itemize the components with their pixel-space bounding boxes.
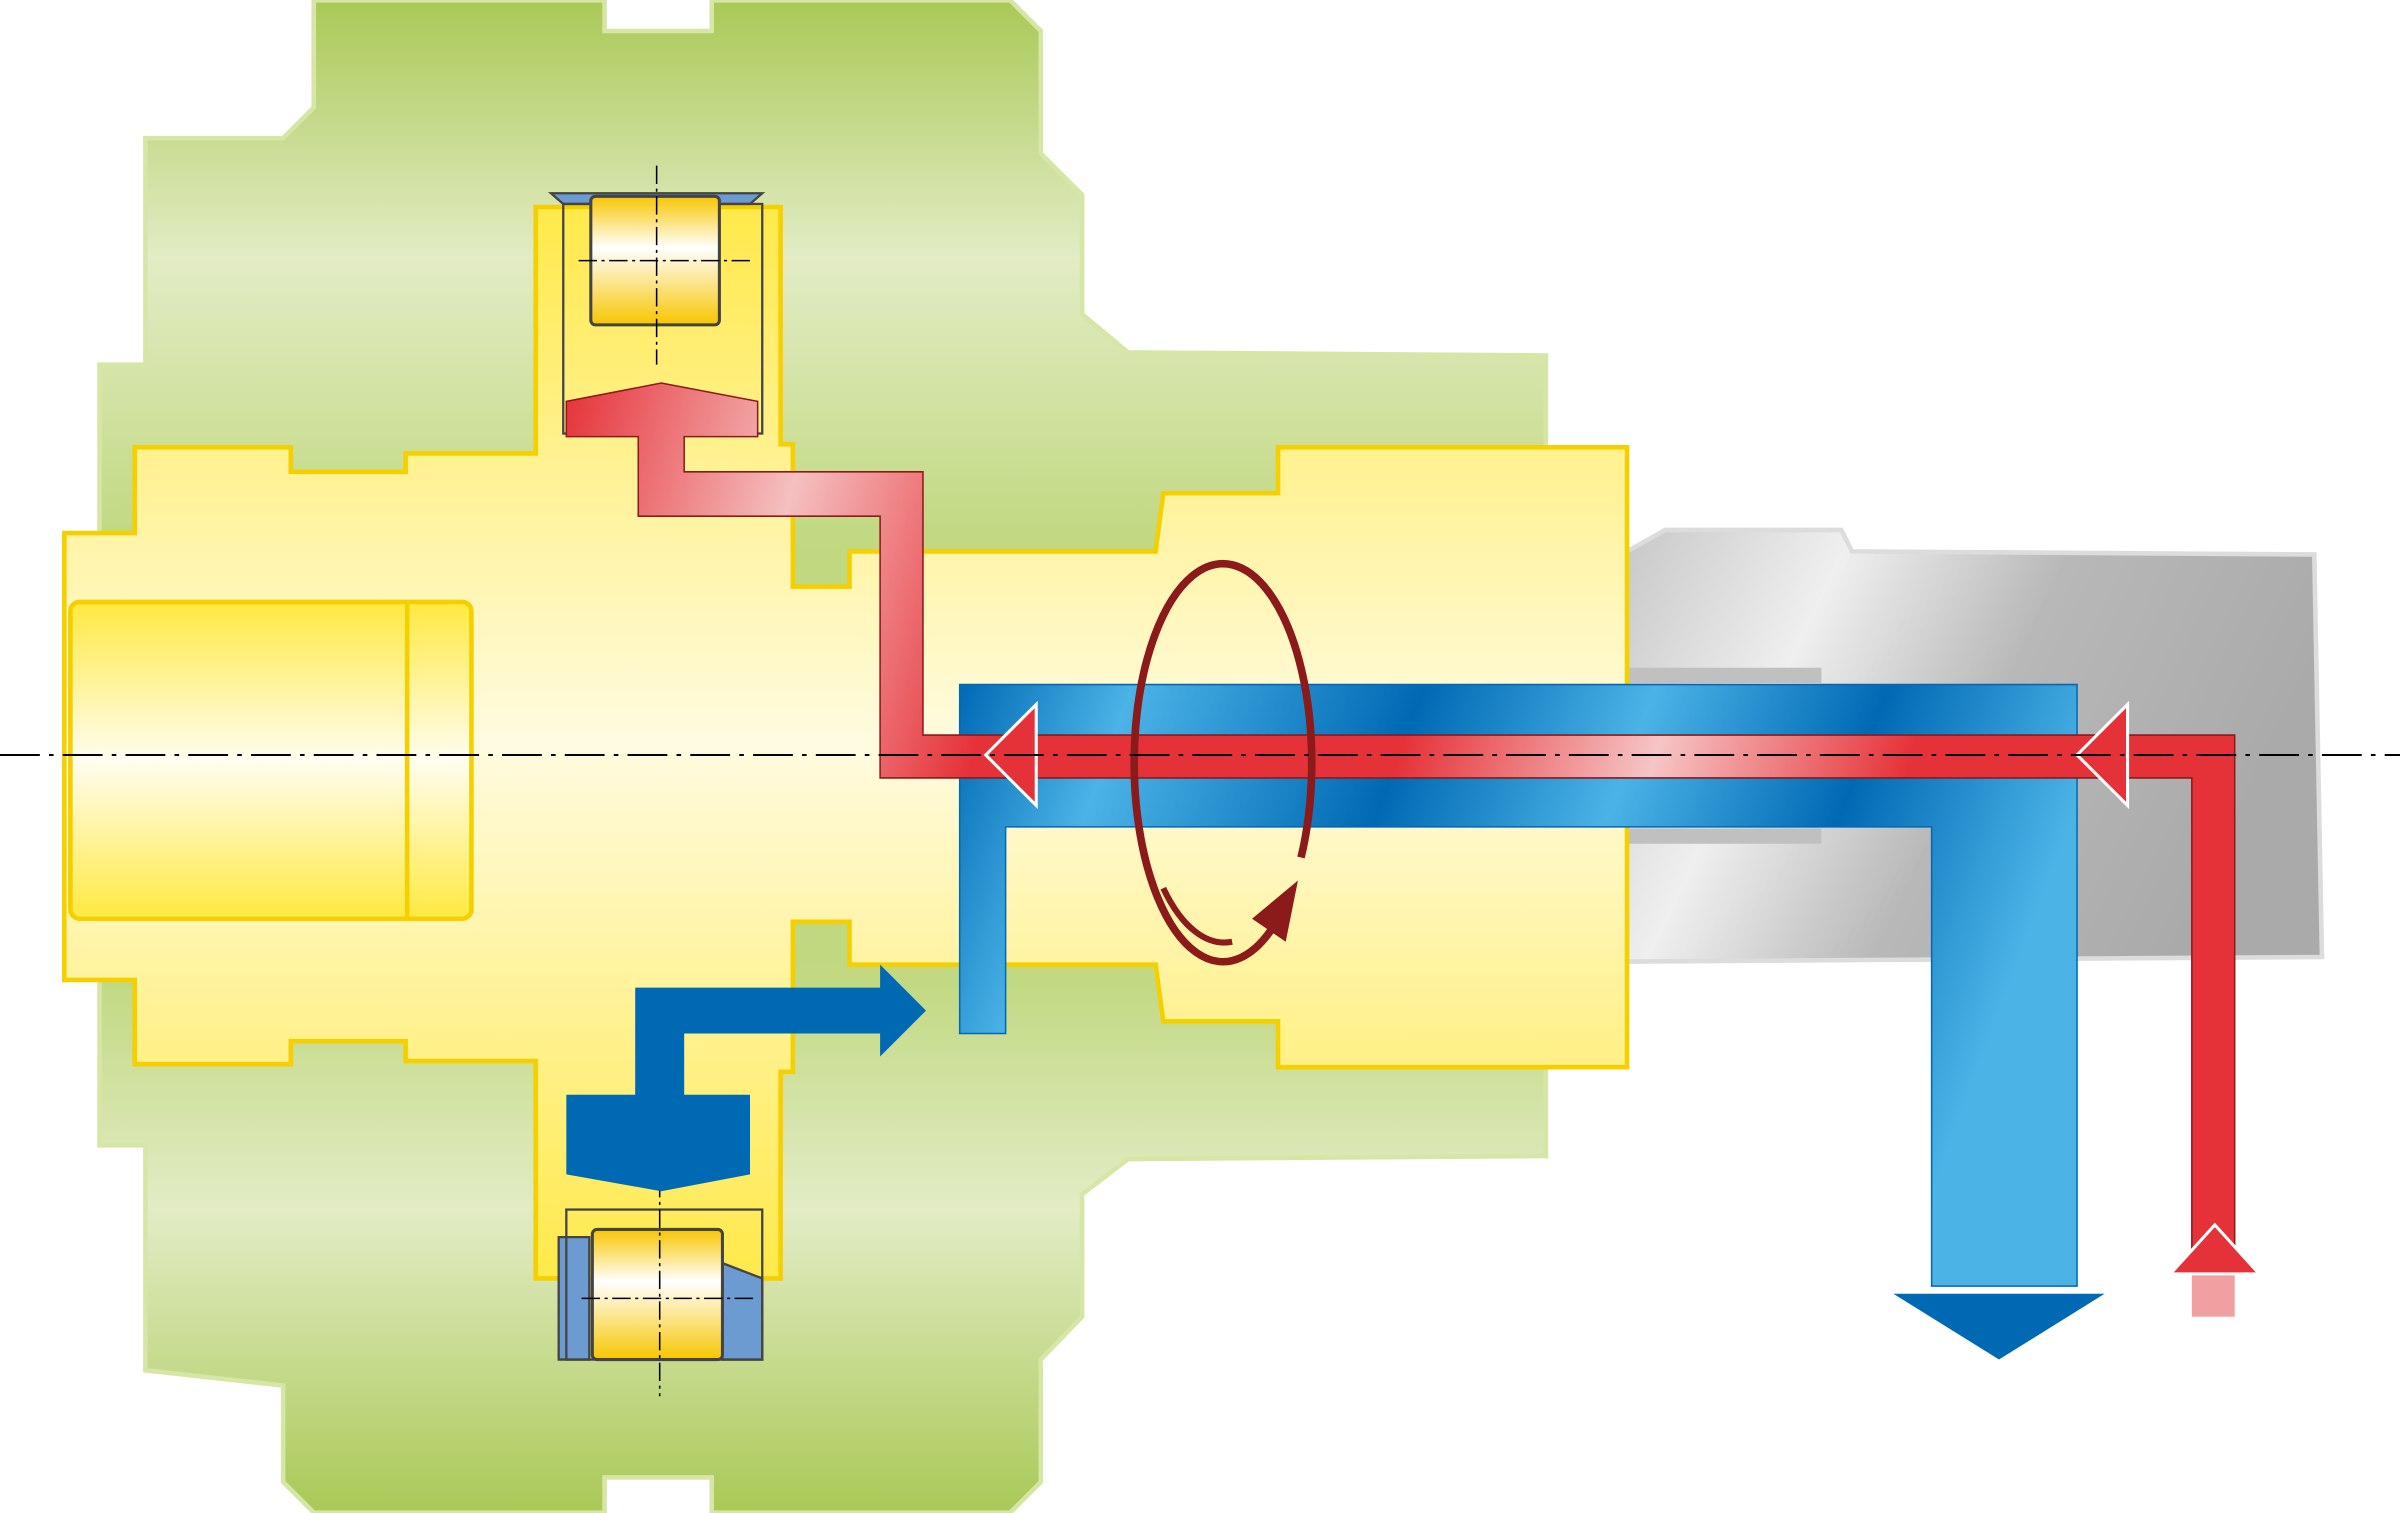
flow-arrow-in-icon	[2166, 1222, 2263, 1276]
return-inlet-path	[566, 964, 927, 1192]
lower-bearing	[557, 1178, 764, 1397]
supply-inlet-stub	[2191, 1270, 2235, 1317]
shaft-bore	[68, 599, 474, 922]
rotation-arrow-icon	[1130, 559, 1316, 966]
rotating-shaft	[61, 204, 1630, 1281]
lower-roller	[590, 1227, 724, 1362]
flow-arrow-out-icon	[1893, 1293, 2105, 1360]
upper-bearing	[547, 165, 766, 435]
